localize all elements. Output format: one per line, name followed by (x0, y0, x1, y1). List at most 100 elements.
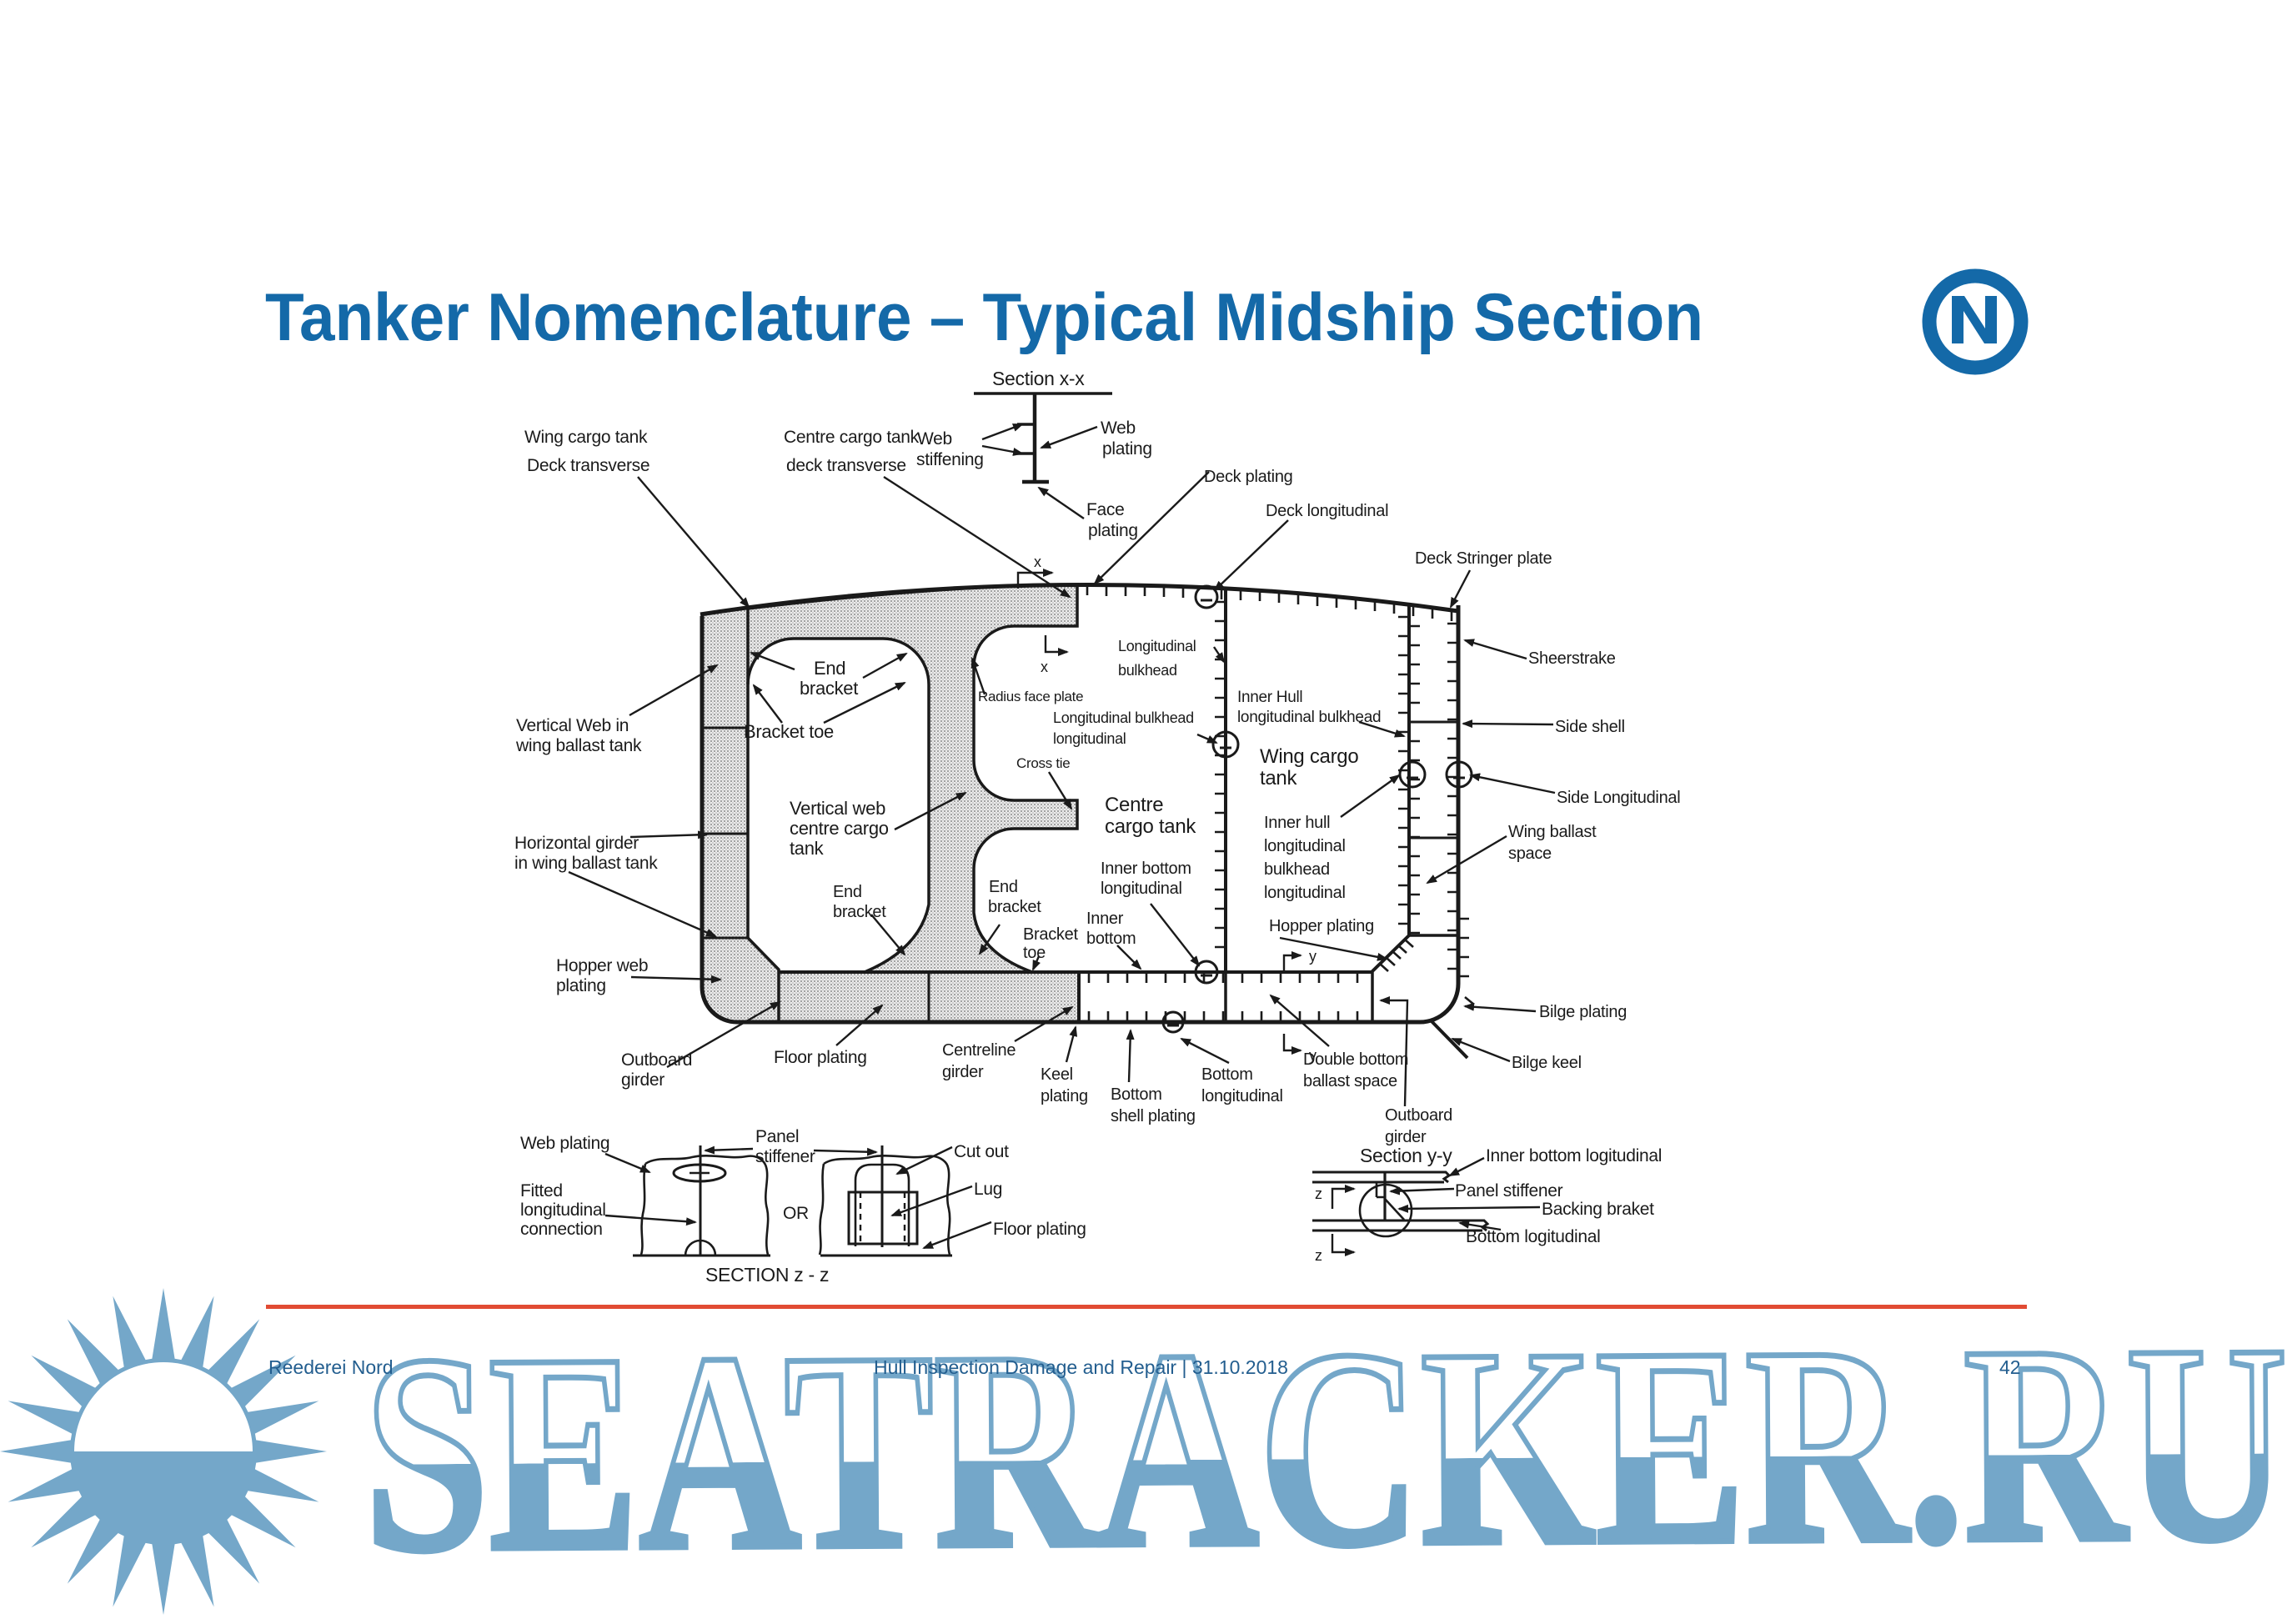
svg-text:Backing braket: Backing braket (1542, 1200, 1654, 1219)
svg-text:Vertical Web in: Vertical Web in (516, 716, 629, 735)
svg-text:Cross tie: Cross tie (1016, 755, 1070, 771)
svg-text:Longitudinal bulkhead: Longitudinal bulkhead (1053, 709, 1194, 726)
svg-text:longitudinal: longitudinal (1264, 837, 1346, 855)
svg-text:Hopper web: Hopper web (556, 956, 648, 975)
svg-text:cargo tank: cargo tank (1105, 815, 1196, 838)
svg-text:bracket: bracket (833, 903, 886, 921)
svg-text:Side Longitudinal: Side Longitudinal (1557, 789, 1680, 807)
svg-text:Section x-x: Section x-x (992, 368, 1085, 389)
svg-text:End: End (814, 658, 845, 679)
svg-text:plating: plating (556, 976, 606, 995)
svg-text:Wing cargo: Wing cargo (1260, 745, 1358, 768)
svg-text:plating: plating (1088, 521, 1138, 540)
svg-text:Fitted: Fitted (520, 1181, 563, 1200)
svg-text:Hull Inspection Damage and Rep: Hull Inspection Damage and Repair | 31.1… (874, 1356, 1288, 1378)
svg-text:Bottom: Bottom (1201, 1065, 1253, 1084)
svg-text:Horizontal girder: Horizontal girder (514, 834, 639, 853)
svg-text:connection: connection (520, 1220, 603, 1239)
svg-text:Hopper plating: Hopper plating (1269, 917, 1374, 935)
svg-text:Deck Stringer plate: Deck Stringer plate (1415, 549, 1552, 568)
svg-text:toe: toe (1023, 944, 1046, 962)
svg-text:OR: OR (783, 1204, 809, 1223)
svg-text:Panel: Panel (755, 1127, 799, 1146)
svg-text:Double bottom: Double bottom (1303, 1050, 1408, 1069)
svg-text:x: x (1034, 554, 1041, 570)
svg-text:Bilge keel: Bilge keel (1512, 1054, 1582, 1072)
svg-text:centre cargo: centre cargo (790, 818, 889, 839)
svg-text:Inner bottom logitudinal: Inner bottom logitudinal (1486, 1146, 1662, 1165)
svg-text:Vertical web: Vertical web (790, 798, 885, 819)
svg-text:y: y (1309, 1047, 1317, 1064)
svg-text:x: x (1041, 659, 1048, 675)
svg-text:Outboard: Outboard (621, 1050, 692, 1070)
svg-text:Web: Web (1101, 419, 1136, 438)
svg-text:Inner Hull: Inner Hull (1237, 689, 1302, 706)
svg-text:deck transverse: deck transverse (786, 456, 906, 475)
svg-text:z: z (1315, 1185, 1322, 1202)
svg-text:longitudinal: longitudinal (1201, 1087, 1283, 1105)
svg-text:bracket: bracket (988, 898, 1041, 916)
svg-text:longitudinal bulkhead: longitudinal bulkhead (1237, 709, 1381, 726)
svg-text:Tanker Nomenclature – Typical: Tanker Nomenclature – Typical Midship Se… (265, 280, 1703, 355)
svg-text:Reederei Nord: Reederei Nord (268, 1356, 394, 1378)
svg-text:End: End (833, 883, 862, 901)
svg-text:Face: Face (1086, 500, 1125, 519)
svg-text:plating: plating (1102, 439, 1152, 459)
svg-text:Deck transverse: Deck transverse (527, 456, 649, 475)
svg-text:Bracket: Bracket (1023, 925, 1078, 944)
svg-text:Longitudinal: Longitudinal (1118, 638, 1196, 654)
svg-text:girder: girder (621, 1070, 665, 1090)
svg-text:shell plating: shell plating (1111, 1107, 1196, 1125)
svg-text:Web plating: Web plating (520, 1134, 609, 1153)
svg-text:Lug: Lug (974, 1180, 1002, 1199)
svg-text:Sheerstrake: Sheerstrake (1528, 649, 1616, 668)
svg-text:Panel stiffener: Panel stiffener (1455, 1181, 1563, 1200)
svg-text:longitudinal: longitudinal (1053, 730, 1126, 747)
svg-text:Bilge plating: Bilge plating (1539, 1003, 1627, 1021)
svg-text:bottom: bottom (1086, 930, 1136, 948)
svg-text:tank: tank (790, 838, 825, 859)
svg-text:bulkhead: bulkhead (1264, 860, 1330, 879)
svg-text:bracket: bracket (800, 678, 858, 699)
svg-text:Web: Web (917, 429, 952, 449)
svg-text:Floor plating: Floor plating (774, 1048, 867, 1067)
svg-text:stiffening: stiffening (916, 450, 984, 469)
svg-text:in wing ballast tank: in wing ballast tank (514, 854, 658, 873)
svg-text:Bracket toe: Bracket toe (744, 721, 834, 742)
svg-text:Cut out: Cut out (954, 1142, 1009, 1161)
svg-text:Side shell: Side shell (1555, 718, 1625, 736)
svg-text:Outboard: Outboard (1385, 1106, 1452, 1125)
svg-text:tank: tank (1260, 767, 1297, 789)
svg-text:stiffener: stiffener (755, 1147, 815, 1166)
svg-text:ballast space: ballast space (1303, 1072, 1397, 1090)
svg-text:z: z (1315, 1247, 1322, 1264)
svg-text:longitudinal: longitudinal (520, 1200, 606, 1220)
svg-text:Inner bottom: Inner bottom (1101, 860, 1191, 878)
svg-text:Centre cargo tank: Centre cargo tank (784, 428, 920, 447)
svg-text:longitudinal: longitudinal (1264, 884, 1346, 902)
svg-text:SECTION z - z: SECTION z - z (705, 1264, 829, 1286)
svg-text:Deck longitudinal: Deck longitudinal (1266, 502, 1388, 520)
svg-text:Centre: Centre (1105, 794, 1163, 816)
svg-text:space: space (1508, 845, 1552, 863)
svg-text:bulkhead: bulkhead (1118, 662, 1177, 679)
svg-text:End: End (989, 878, 1018, 896)
svg-text:42: 42 (1999, 1356, 2021, 1378)
svg-text:Deck plating: Deck plating (1204, 468, 1292, 486)
svg-text:Keel: Keel (1041, 1065, 1073, 1084)
svg-text:y: y (1309, 948, 1317, 965)
svg-text:Inner: Inner (1086, 910, 1124, 928)
svg-text:girder: girder (1385, 1128, 1427, 1146)
svg-text:Centreline: Centreline (942, 1041, 1016, 1060)
svg-text:Wing ballast: Wing ballast (1508, 823, 1597, 841)
svg-text:Inner hull: Inner hull (1264, 814, 1330, 832)
svg-text:longitudinal: longitudinal (1101, 880, 1182, 898)
svg-text:wing ballast tank: wing ballast tank (515, 736, 642, 755)
svg-text:Radius face plate: Radius face plate (978, 689, 1083, 704)
svg-text:Bottom logitudinal: Bottom logitudinal (1466, 1227, 1601, 1246)
svg-text:SEATRACKER.RU: SEATRACKER.RU (363, 1286, 2289, 1611)
svg-text:girder: girder (942, 1063, 984, 1081)
svg-text:Bottom: Bottom (1111, 1085, 1162, 1104)
svg-text:Wing cargo tank: Wing cargo tank (524, 428, 648, 447)
svg-text:Floor plating: Floor plating (993, 1220, 1086, 1239)
